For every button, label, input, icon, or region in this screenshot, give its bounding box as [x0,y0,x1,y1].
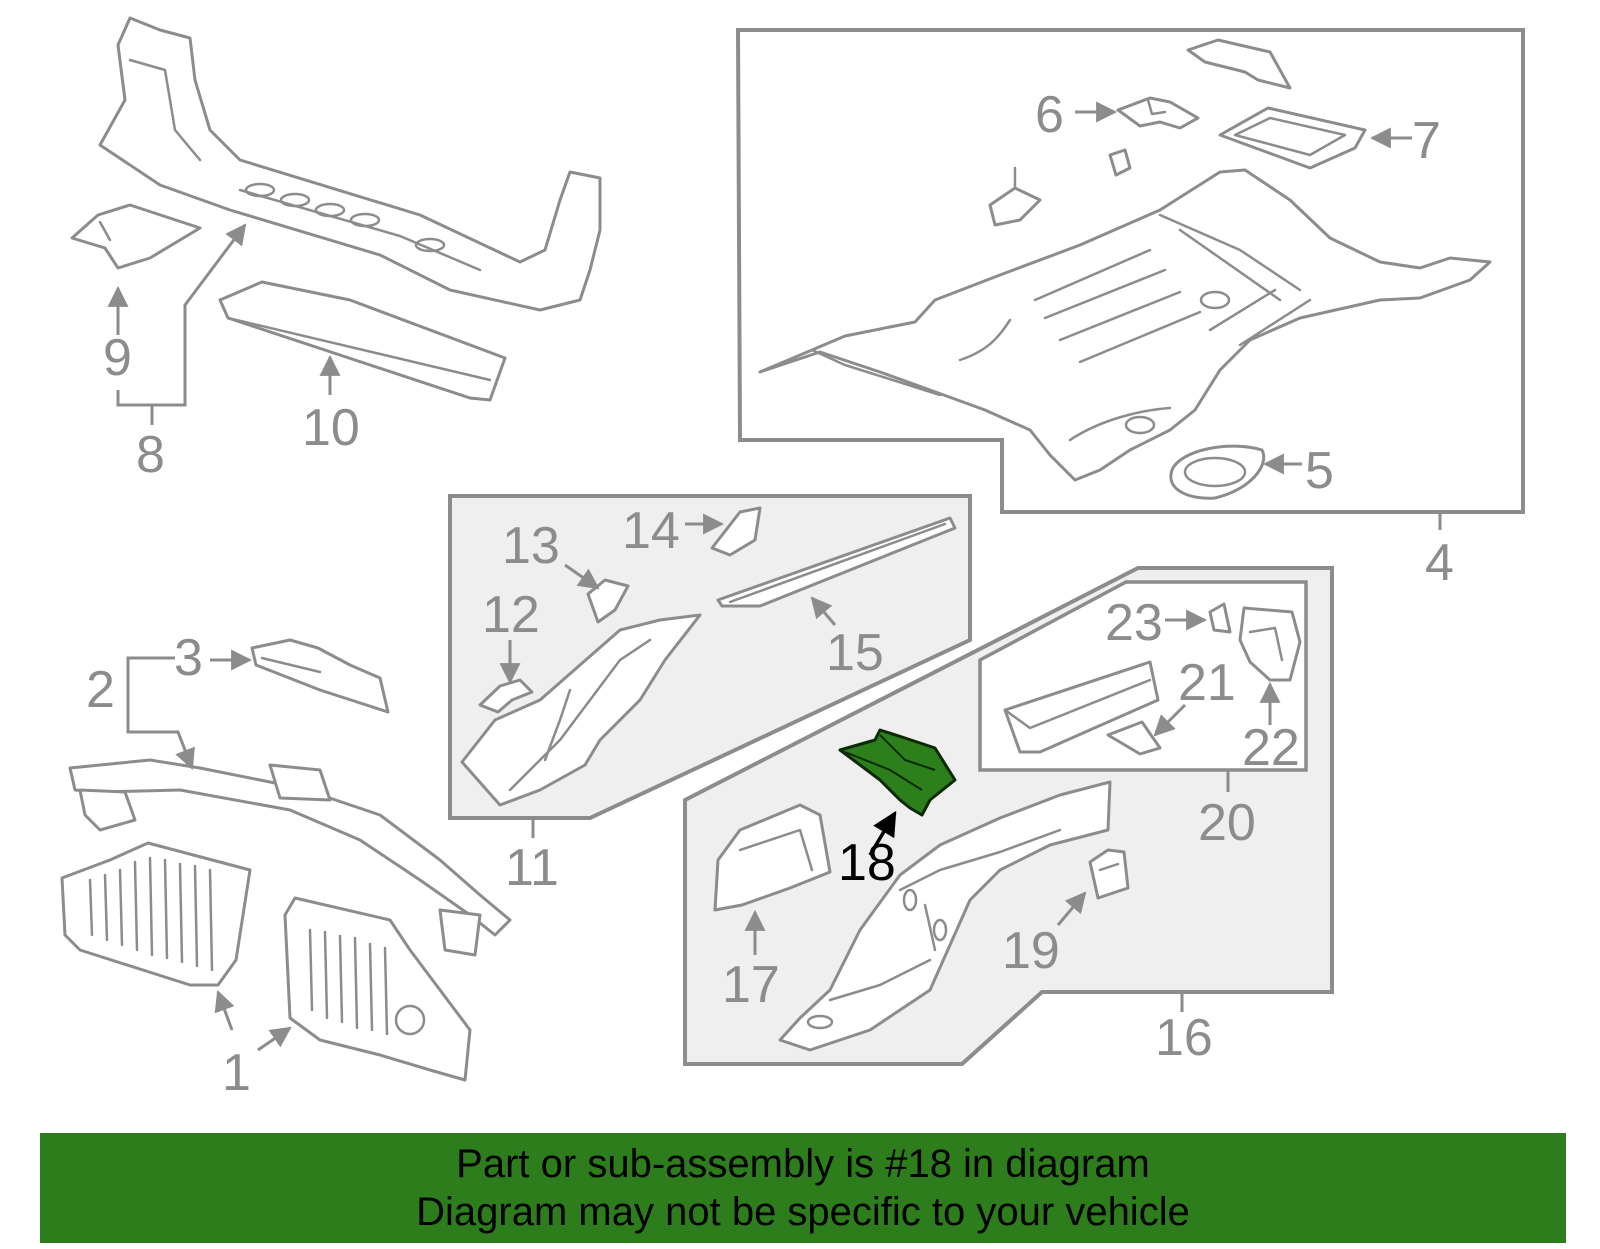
callout-17: 17 [722,956,780,1014]
part-21[interactable] [1106,720,1162,756]
callout-11: 11 [505,839,559,897]
callout-19: 19 [1002,922,1060,980]
callout-16: 16 [1155,1009,1213,1067]
part-12[interactable] [478,678,534,714]
callout-12: 12 [482,586,540,644]
callout-labels: 1 2 3 4 5 6 7 8 9 10 11 12 13 14 15 16 1… [86,86,1454,1102]
part-10[interactable] [218,280,507,402]
callout-3: 3 [174,629,203,687]
part-17[interactable] [713,803,832,912]
part-3[interactable] [250,638,390,714]
part-bracket-top[interactable] [1186,38,1292,90]
callout-4: 4 [1425,534,1454,592]
callout-23: 23 [1105,594,1163,652]
part-19[interactable] [1088,848,1130,900]
leader-lines [107,101,1442,1052]
callout-18: 18 [838,834,896,892]
callout-21: 21 [1178,654,1236,712]
callout-9: 9 [103,329,132,387]
part-5[interactable] [1169,444,1266,500]
part-info-banner: Part or sub-assembly is #18 in diagram D… [40,1133,1566,1243]
part-15[interactable] [716,516,957,608]
part-bracket-stud[interactable] [988,166,1042,227]
part-13[interactable] [586,578,630,624]
banner-line-1: Part or sub-assembly is #18 in diagram [456,1142,1150,1186]
part-4-rear-floor-pan[interactable] [758,168,1492,482]
banner-line-2: Diagram may not be specific to your vehi… [416,1190,1190,1234]
callout-5: 5 [1305,442,1334,500]
part-1-left[interactable] [60,841,252,987]
callout-8: 8 [136,426,165,484]
callout-10: 10 [302,399,360,457]
callout-2: 2 [86,661,115,719]
callout-15: 15 [826,624,884,682]
part-22[interactable] [1238,606,1302,682]
part-9[interactable] [70,203,202,270]
part-6[interactable] [1116,96,1200,130]
part-16-frame-rail[interactable] [778,780,1112,1052]
part-8-crossmember[interactable] [98,16,602,312]
part-2-bar[interactable] [68,758,512,957]
callout-20: 20 [1198,794,1256,852]
part-23[interactable] [1208,602,1232,634]
callout-1: 1 [222,1044,251,1102]
callout-6: 6 [1035,86,1064,144]
part-bracket-small[interactable] [1108,148,1132,177]
part-14[interactable] [710,506,762,557]
part-20-bracket[interactable] [1003,660,1160,754]
part-7[interactable] [1218,106,1367,170]
part-1-right[interactable] [283,896,472,1082]
part-18-highlighted[interactable] [838,728,957,817]
parts-diagram: 1 2 3 4 5 6 7 8 9 10 11 12 13 14 15 16 1… [60,16,1525,1102]
callout-7: 7 [1412,112,1441,170]
callout-22: 22 [1242,719,1300,777]
callout-13: 13 [502,517,560,575]
callout-14: 14 [622,502,680,560]
part-11-rail[interactable] [460,613,702,807]
